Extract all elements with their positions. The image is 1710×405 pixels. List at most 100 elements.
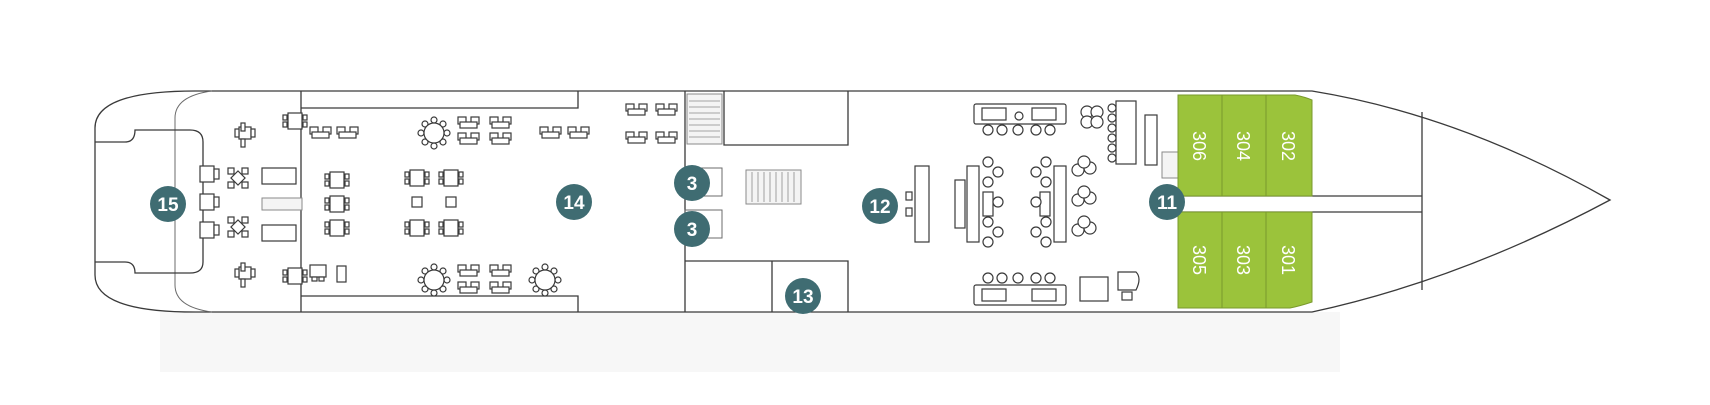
marker-15[interactable]: 15 xyxy=(150,186,186,222)
dining-table xyxy=(411,196,423,208)
bar-stool xyxy=(905,207,913,217)
dining-table xyxy=(491,286,510,294)
dining-chair xyxy=(227,216,235,224)
dining-chair xyxy=(344,204,350,211)
buffet-table xyxy=(261,167,297,185)
cabin-303-label: 303 xyxy=(1233,245,1253,275)
terrace-table xyxy=(199,193,215,211)
dining-chair xyxy=(438,178,444,185)
dining-chair xyxy=(241,216,249,224)
dining-chair xyxy=(424,221,430,228)
cabin-301 xyxy=(1265,211,1313,309)
dining-table xyxy=(491,121,510,129)
dining-chair xyxy=(438,171,444,178)
dining-chair xyxy=(240,278,246,288)
stern-platform xyxy=(95,129,204,274)
dining-chair xyxy=(302,269,308,276)
lounge-sofa-top xyxy=(973,103,1067,136)
dining-chair xyxy=(458,228,464,235)
dining-table xyxy=(311,131,330,139)
dining-table xyxy=(329,171,345,189)
lounge-lounger-group xyxy=(1080,105,1104,129)
lounge-sofa-bottom xyxy=(973,272,1067,306)
dining-chair xyxy=(404,178,410,185)
cabins: 306 304 302 305 303 301 xyxy=(1177,94,1313,309)
dining-table xyxy=(409,219,425,237)
marker-13[interactable]: 13 xyxy=(785,278,821,314)
dining-chair xyxy=(241,181,249,189)
piano xyxy=(1079,271,1140,302)
dining-chair xyxy=(439,138,447,146)
bar-counter xyxy=(914,165,930,243)
dining-chair xyxy=(404,221,410,228)
restaurant-furniture xyxy=(199,103,678,297)
dining-chair xyxy=(241,230,249,238)
marker-3a[interactable]: 3 xyxy=(674,165,710,201)
dining-chair xyxy=(554,276,562,284)
cabin-306-label: 306 xyxy=(1189,131,1209,161)
dining-chair xyxy=(528,276,536,284)
dining-chair xyxy=(417,276,425,284)
marker-11[interactable]: 11 xyxy=(1149,184,1185,220)
dining-chair xyxy=(227,167,235,175)
dining-table xyxy=(443,219,459,237)
dining-chair xyxy=(234,268,240,278)
lounge-armchairs xyxy=(1071,155,1097,237)
terrace-staircase xyxy=(261,197,303,211)
lounge-shelf xyxy=(1115,100,1137,165)
dining-table xyxy=(445,196,457,208)
marker-3b[interactable]: 3 xyxy=(674,211,710,247)
restaurant-top-bulkhead xyxy=(301,91,579,109)
dining-chair xyxy=(443,129,451,137)
lounge-seating-left xyxy=(954,156,1004,248)
terrace-chair xyxy=(213,224,220,236)
dining-table xyxy=(459,269,478,277)
dining-table xyxy=(338,131,357,139)
dining-chair xyxy=(302,114,308,121)
dining-chair xyxy=(424,178,430,185)
dining-chair xyxy=(438,228,444,235)
terrace-chair xyxy=(213,196,220,208)
staircase-top-treads xyxy=(689,100,720,138)
side-table xyxy=(336,265,347,283)
marker-3b-label: 3 xyxy=(687,220,698,241)
dining-chair xyxy=(344,180,350,187)
dining-table xyxy=(541,131,560,139)
dining-chair xyxy=(438,221,444,228)
dining-chair xyxy=(324,204,330,211)
marker-15-label: 15 xyxy=(157,195,179,216)
hull-shadow xyxy=(160,312,1340,372)
dining-chair xyxy=(532,267,540,275)
cabin-302 xyxy=(1265,94,1313,197)
dining-chair xyxy=(227,230,235,238)
terrace-chair xyxy=(213,168,220,180)
dining-chair xyxy=(458,221,464,228)
dining-chair xyxy=(250,268,256,278)
dining-chair xyxy=(404,228,410,235)
dining-chair xyxy=(550,267,558,275)
dining-chair xyxy=(311,276,318,282)
dining-chair xyxy=(417,129,425,137)
marker-12[interactable]: 12 xyxy=(862,188,898,224)
dining-chair xyxy=(302,276,308,283)
staircase-fore xyxy=(1161,151,1179,179)
dining-chair xyxy=(324,197,330,204)
dining-chair xyxy=(430,116,438,124)
dining-table xyxy=(657,108,676,116)
dining-table xyxy=(287,267,303,285)
dining-chair xyxy=(430,142,438,150)
service-room-top xyxy=(723,91,849,146)
dining-chair xyxy=(550,285,558,293)
dining-chair xyxy=(250,128,256,138)
dining-table xyxy=(329,195,345,213)
round-dining-table xyxy=(534,269,556,291)
marker-14[interactable]: 14 xyxy=(556,184,592,220)
dining-chair xyxy=(302,121,308,128)
dining-table xyxy=(491,137,510,145)
hull-outline xyxy=(94,90,1612,313)
cabin-305-label: 305 xyxy=(1189,245,1209,275)
bar-stool xyxy=(905,191,913,201)
dining-chair xyxy=(458,171,464,178)
dining-chair xyxy=(324,221,330,228)
dining-chair xyxy=(344,197,350,204)
